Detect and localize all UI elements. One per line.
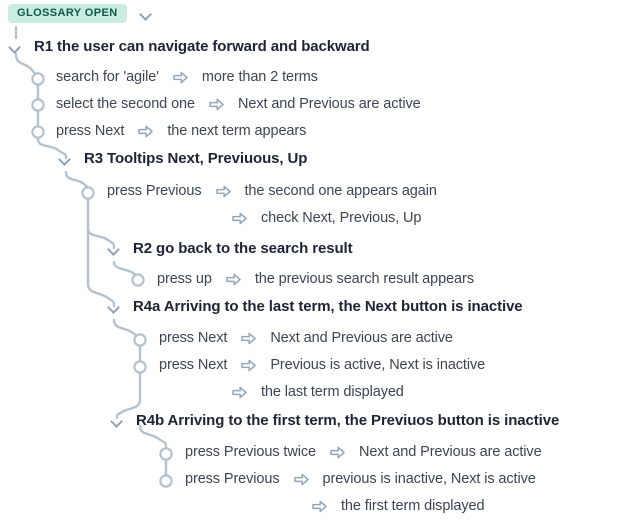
step-row[interactable]: search for 'agile' more than 2 terms [56, 69, 318, 85]
result-only-row[interactable]: the first term displayed [312, 498, 485, 514]
step-action: press Next [159, 357, 228, 373]
connector-r4a-branch [112, 318, 142, 343]
right-arrow-outline-icon [173, 71, 188, 84]
step-result: more than 2 terms [201, 69, 318, 85]
step-action: select the second one [56, 96, 195, 112]
heading-row-r4b[interactable]: R4b Arriving to the first term, the Prev… [110, 412, 559, 429]
chevron-down-icon[interactable] [107, 300, 121, 314]
right-arrow-outline-icon [209, 98, 224, 111]
result-only-row[interactable]: check Next, Previous, Up [232, 210, 421, 226]
heading-row-r4a[interactable]: R4a Arriving to the last term, the Next … [107, 298, 523, 315]
connector-r2-branch [112, 260, 140, 282]
connector-r1-branch [14, 52, 40, 82]
step-row[interactable]: select the second one Next and Previous … [56, 96, 421, 112]
heading-label: R1 the user can navigate forward and bac… [34, 38, 370, 55]
step-row[interactable]: press Previous the second one appears ag… [107, 183, 437, 199]
chevron-down-icon[interactable] [139, 7, 153, 21]
step-result: the previous search result appears [254, 271, 474, 287]
chevron-down-icon[interactable] [107, 242, 121, 256]
step-action: press Next [56, 123, 125, 139]
step-result: the last term displayed [261, 384, 404, 400]
step-action: press Previous twice [185, 444, 316, 460]
right-arrow-outline-icon [330, 446, 345, 459]
step-result: the second one appears again [244, 183, 437, 199]
tree-node-circle-icon [159, 447, 173, 461]
status-badge: GLOSSARY OPEN [8, 4, 127, 23]
step-result: Next and Previous are active [270, 330, 453, 346]
step-action: press Previous [107, 183, 202, 199]
step-result: the next term appears [167, 123, 307, 139]
heading-label: R3 Tooltips Next, Previuous, Up [84, 150, 308, 167]
right-arrow-outline-icon [215, 185, 231, 198]
step-row[interactable]: press Next Previous is active, Next is i… [159, 357, 485, 373]
step-result: previous is inactive, Next is active [322, 471, 536, 487]
tree-node-circle-icon [31, 72, 45, 86]
right-arrow-outline-icon [226, 273, 241, 286]
heading-row-r3[interactable]: R3 Tooltips Next, Previuous, Up [58, 150, 307, 167]
step-action: press up [157, 271, 212, 287]
step-result: the first term displayed [341, 498, 485, 514]
step-row[interactable]: press Previous previous is inactive, Nex… [185, 471, 536, 487]
right-arrow-outline-icon [232, 386, 247, 399]
right-arrow-outline-icon [138, 125, 154, 138]
tree-node-circle-icon [31, 125, 45, 139]
chevron-down-icon[interactable] [8, 40, 22, 54]
heading-label: R4a Arriving to the last term, the Next … [133, 298, 523, 315]
tree-node-circle-icon [133, 360, 147, 374]
result-only-row[interactable]: the last term displayed [232, 384, 404, 400]
step-result: Next and Previous are active [358, 444, 542, 460]
step-action: press Next [159, 330, 228, 346]
chevron-down-icon[interactable] [58, 152, 72, 166]
glossary-open-header[interactable]: GLOSSARY OPEN [8, 4, 153, 23]
step-result: check Next, Previous, Up [261, 210, 422, 226]
heading-row-r2[interactable]: R2 go back to the search result [107, 240, 353, 257]
connector-r3-branch [64, 170, 90, 194]
step-action: search for 'agile' [56, 69, 159, 85]
right-arrow-outline-icon [312, 500, 327, 513]
heading-label: R2 go back to the search result [133, 240, 353, 257]
step-row[interactable]: press up the previous search result appe… [157, 271, 474, 287]
right-arrow-outline-icon [232, 212, 247, 225]
step-action: press Previous [185, 471, 280, 487]
chevron-down-icon[interactable] [110, 414, 124, 428]
heading-label: R4b Arriving to the first term, the Prev… [136, 412, 560, 429]
tree-node-circle-icon [31, 98, 45, 112]
right-arrow-outline-icon [241, 359, 257, 372]
tree-node-circle-icon [133, 333, 147, 347]
step-result: Next and Previous are active [237, 96, 421, 112]
tree-node-circle-icon [131, 273, 145, 287]
step-row[interactable]: press Previous twice Next and Previous a… [185, 444, 542, 460]
right-arrow-outline-icon [241, 332, 257, 345]
tree-node-circle-icon [159, 474, 173, 488]
tree-node-circle-icon [81, 186, 95, 200]
step-row[interactable]: press Next Next and Previous are active [159, 330, 453, 346]
step-row[interactable]: press Next the next term appears [56, 123, 306, 139]
connector-r4b-branch [138, 424, 168, 449]
right-arrow-outline-icon [293, 473, 309, 486]
heading-row-r1[interactable]: R1 the user can navigate forward and bac… [8, 38, 370, 55]
step-result: Previous is active, Next is inactive [270, 357, 486, 373]
